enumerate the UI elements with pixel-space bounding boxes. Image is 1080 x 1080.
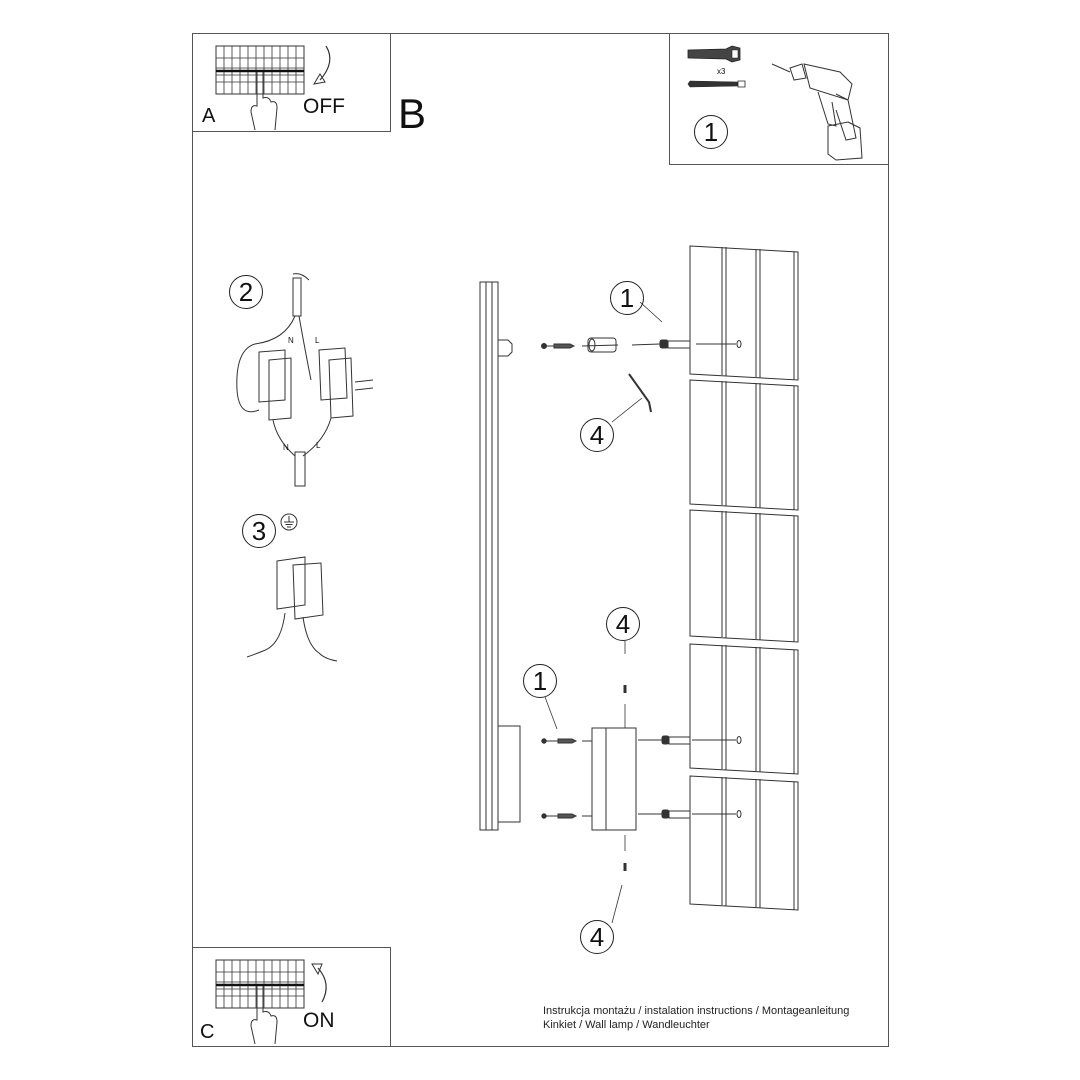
lower-mounting-screws [540, 733, 750, 823]
panel-a-power-off: A OFF [192, 33, 391, 132]
callout-1-tools: 1 [694, 115, 728, 149]
ground-icon [280, 513, 298, 531]
footer-line-2: Kinkiet / Wall lamp / Wandleuchter [543, 1019, 710, 1031]
hex-key-icon [625, 368, 665, 418]
arrow-down-icon [308, 44, 338, 89]
step-letter-b: B [398, 90, 427, 137]
label-live-top: L [315, 336, 320, 345]
label-live-bottom: L [316, 441, 321, 450]
footer-line-1: Instrukcja montażu / instalation instruc… [543, 1005, 850, 1017]
lamp-body [480, 282, 520, 832]
leader-line [612, 398, 646, 424]
callout-4-lower-key-top: 4 [606, 607, 640, 641]
upper-mounting-hardware [540, 334, 750, 364]
lower-key-bottom-marker [610, 835, 627, 925]
arrow-up-icon [308, 960, 338, 1005]
label-neutral-top: N [288, 336, 294, 345]
callout-3-ground: 3 [242, 514, 276, 548]
step-letter-a: A [202, 105, 216, 127]
leader-line [545, 697, 559, 731]
callout-1-upper-screw: 1 [610, 281, 644, 315]
breaker-panel-icon [213, 42, 313, 132]
off-label: OFF [303, 95, 345, 118]
on-label: ON [303, 1009, 335, 1032]
footer-caption: Instrukcja montażu / instalation instruc… [543, 1004, 849, 1032]
callout-4-upper-key: 4 [580, 418, 614, 452]
step-letter-c: C [200, 1021, 215, 1043]
wall-tiles [688, 244, 800, 912]
page-frame [192, 33, 889, 1047]
wiring-terminal-diagram [225, 270, 385, 490]
breaker-panel-icon [213, 956, 313, 1046]
screw-icon [686, 79, 748, 89]
mounting-bracket [590, 726, 640, 832]
callout-1-lower-screw: 1 [523, 664, 557, 698]
quantity-label: x3 [717, 67, 726, 76]
drill-icon [770, 54, 880, 162]
panel-c-power-on: C ON [192, 947, 391, 1047]
leader-line [640, 302, 670, 324]
callout-4-lower-key-bottom: 4 [580, 920, 614, 954]
wall-plug-icon [686, 46, 746, 62]
ground-terminal-diagram [245, 555, 345, 675]
label-neutral-bottom: N [283, 443, 289, 452]
lower-key-top-marker [623, 640, 627, 730]
callout-2-wiring: 2 [229, 275, 263, 309]
panel-tools: x3 1 [669, 33, 889, 165]
